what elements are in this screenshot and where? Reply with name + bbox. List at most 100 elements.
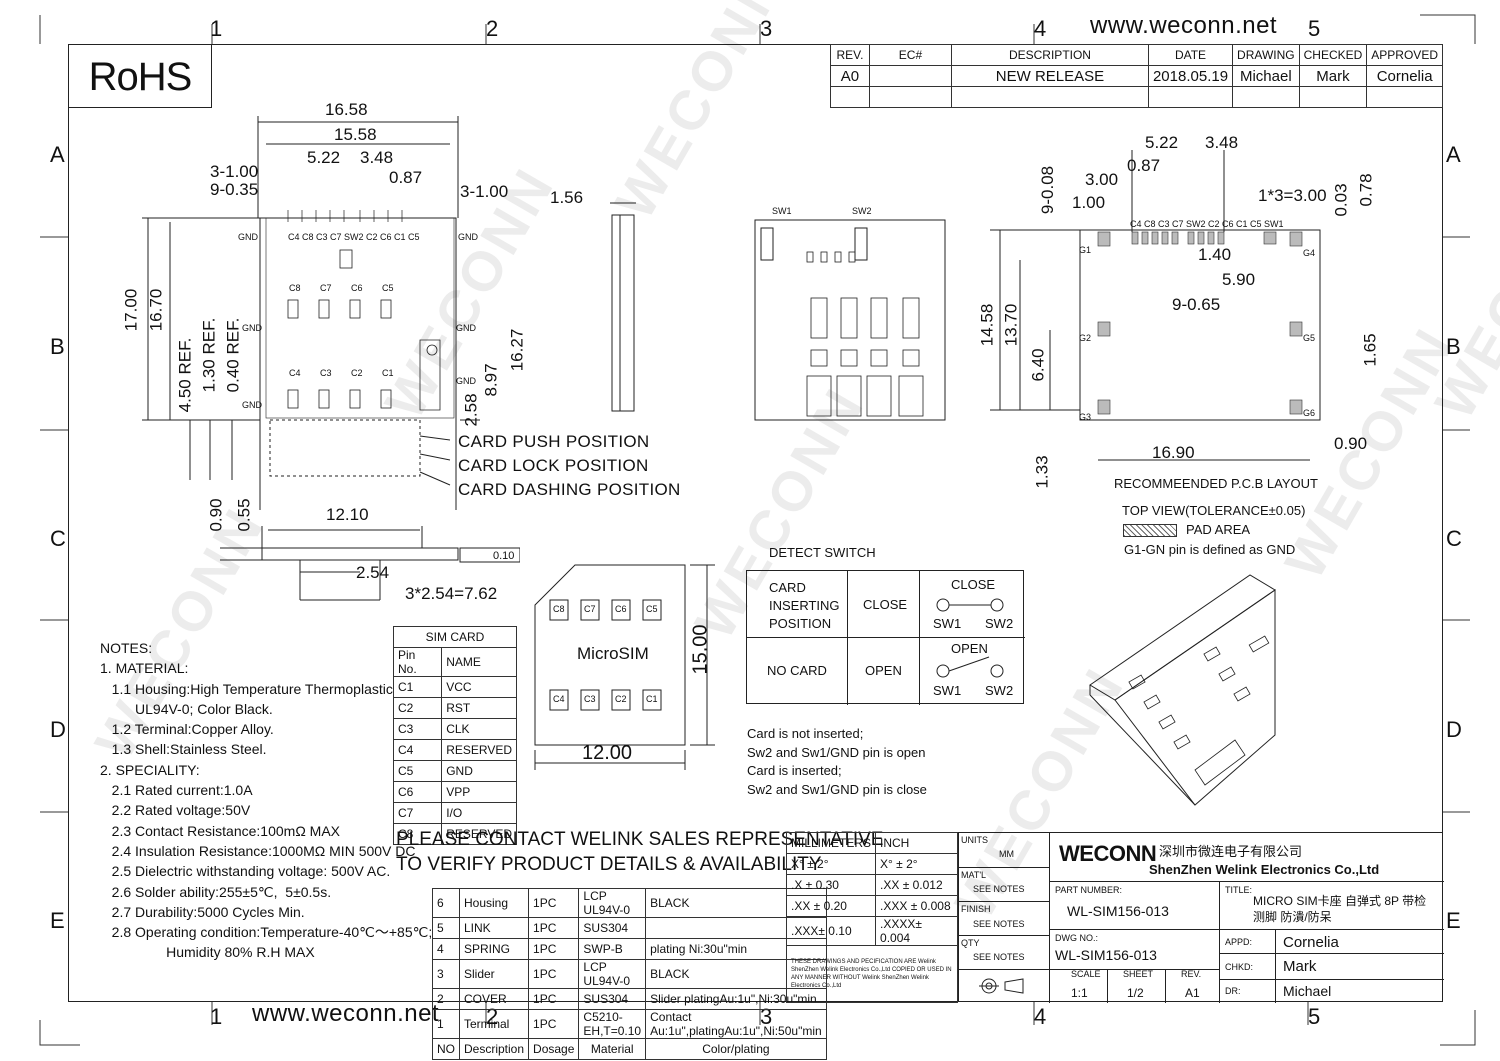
dim-label: 1.56 bbox=[550, 188, 584, 207]
chkd-value: Mark bbox=[1283, 958, 1317, 975]
bom-header: NO bbox=[432, 1038, 460, 1060]
sw1-label: SW1 bbox=[772, 206, 792, 216]
bom-cell: 4 bbox=[432, 938, 460, 960]
profile-view-drawing bbox=[220, 526, 520, 601]
sim-pin: C8 bbox=[392, 823, 443, 845]
bom-cell: LINK bbox=[458, 917, 530, 939]
company-name-en: ShenZhen Welink Electronics Co.,Ltd bbox=[1149, 862, 1380, 877]
dim-label: 9-0.08 bbox=[1038, 165, 1058, 215]
revision-table: REV. EC# DESCRIPTION DATE DRAWING CHECKE… bbox=[830, 44, 1443, 108]
zone-bottom-4: 4 bbox=[1034, 1004, 1047, 1029]
dim-label: 1.33 bbox=[1032, 455, 1052, 489]
zone-right-c: C bbox=[1446, 526, 1462, 551]
detect-note: Card is inserted; bbox=[747, 763, 842, 778]
dim-label: 4.50 REF. bbox=[175, 337, 195, 413]
dim-label: 1.40 bbox=[1198, 245, 1232, 264]
tol-header: MILLIMETERS bbox=[785, 832, 877, 854]
tol-cell: .XX ± 0.012 bbox=[875, 874, 958, 896]
drawing-disclaimer: THESE DRAWINGS AND PECIFICATION ARE Weli… bbox=[786, 945, 958, 1003]
sim-pin-name: RESERVED bbox=[441, 823, 517, 845]
card-pad-label: C2 bbox=[615, 694, 627, 704]
dim-label: 16.58 bbox=[325, 100, 368, 119]
pcb-sw1-label: SW1 bbox=[1264, 219, 1284, 229]
dim-label: 0.03 bbox=[1331, 183, 1351, 217]
pin-row-label: C4 C8 C3 C7 SW2 C2 C6 C1 C5 bbox=[288, 232, 420, 242]
dim-label: 2.54 bbox=[356, 563, 390, 582]
sim-pin-name: GND bbox=[441, 760, 517, 782]
sim-pin: C4 bbox=[392, 739, 443, 761]
tol-cell: .XXX ± 0.008 bbox=[875, 895, 958, 917]
rev-header: DATE bbox=[1147, 44, 1234, 66]
matl-label: MAT'L bbox=[961, 870, 987, 880]
part-number: WL-SIM156-013 bbox=[1067, 903, 1169, 919]
zone-top-2: 2 bbox=[486, 16, 499, 41]
card-pad-label: C3 bbox=[584, 694, 596, 704]
zone-left-d: D bbox=[50, 717, 66, 742]
ground-g4: G4 bbox=[1303, 248, 1316, 258]
bottom-view-drawing bbox=[754, 219, 946, 421]
rev-header: DESCRIPTION bbox=[950, 44, 1149, 66]
dim-label: 0.40 REF. bbox=[223, 317, 243, 393]
dim-label: 16.27 bbox=[507, 328, 527, 372]
bom-cell: 1PC bbox=[528, 917, 580, 939]
tol-cell: X° ± 2° bbox=[875, 853, 958, 875]
bom-cell: Slider bbox=[458, 959, 530, 989]
bom-cell: 6 bbox=[432, 888, 460, 918]
sheet-label: SHEET bbox=[1123, 969, 1154, 979]
rev-header: APPROVED bbox=[1366, 44, 1443, 66]
url-bottom: www.weconn.net bbox=[252, 1000, 440, 1027]
dim-label: 2.58 bbox=[461, 393, 481, 427]
sim-pin-name: CLK bbox=[441, 718, 517, 740]
sim-pin-name: VCC bbox=[441, 676, 517, 698]
card-width: 12.00 bbox=[582, 742, 633, 764]
switch-contacts-icon bbox=[936, 598, 1004, 678]
pad-label: C4 bbox=[289, 368, 301, 378]
gnd-label: GND bbox=[456, 323, 476, 333]
ground-g5: G5 bbox=[1303, 333, 1316, 343]
finish-value: SEE NOTES bbox=[973, 919, 1025, 929]
front-view-drawing bbox=[142, 116, 480, 510]
bom-cell: 1PC bbox=[528, 938, 580, 960]
zone-right-e: E bbox=[1446, 908, 1461, 933]
gnd-label: GND bbox=[458, 232, 478, 242]
url-top: www.weconn.net bbox=[1090, 12, 1278, 39]
sim-pin: C5 bbox=[392, 760, 443, 782]
bom-cell: Housing bbox=[458, 888, 530, 918]
bom-cell: Contact Au:1u",platingAu:1u",Ni:50u"min bbox=[645, 1009, 827, 1039]
dr-value: Michael bbox=[1283, 983, 1332, 999]
sim-table-header: NAME bbox=[441, 647, 517, 677]
dwg-number-label: DWG NO.: bbox=[1055, 933, 1098, 943]
zone-left-e: E bbox=[50, 908, 65, 933]
rev-cell: Cornelia bbox=[1366, 65, 1443, 87]
zone-left-c: C bbox=[50, 526, 66, 551]
bom-header: Material bbox=[578, 1038, 647, 1060]
bom-header: Color/plating bbox=[645, 1038, 827, 1060]
dim-label: 3-1.00 bbox=[210, 162, 259, 181]
sheet-value: 1/2 bbox=[1127, 986, 1144, 1000]
bom-cell: plating Ni:30u"min bbox=[645, 938, 827, 960]
dim-label: 0.55 bbox=[234, 498, 254, 532]
dwg-number: WL-SIM156-013 bbox=[1055, 947, 1157, 963]
sim-pin-name: VPP bbox=[441, 781, 517, 803]
dim-label: 3-1.00 bbox=[460, 182, 509, 201]
sim-pin-name: RESERVED bbox=[441, 739, 517, 761]
dim-label: 14.58 bbox=[977, 303, 997, 347]
tol-cell: .XX ± 0.20 bbox=[785, 895, 877, 917]
units-value: MM bbox=[999, 849, 1014, 859]
sim-table-title: SIM CARD bbox=[393, 626, 517, 648]
bom-cell: 3 bbox=[432, 959, 460, 989]
qty-label: QTY bbox=[961, 938, 980, 948]
bom-cell: Terminal bbox=[458, 1009, 530, 1039]
dim-label: 13.70 bbox=[1001, 303, 1021, 347]
rev-header: EC# bbox=[868, 44, 952, 66]
contact-note-line: TO VERIFY PRODUCT DETAILS & AVAILABILITY bbox=[396, 854, 822, 875]
zone-top-5: 5 bbox=[1308, 16, 1321, 41]
tol-cell: .XXX± 0.10 bbox=[785, 916, 877, 946]
microsim-card-drawing bbox=[534, 564, 715, 770]
company-logo: WECONN bbox=[1059, 841, 1157, 866]
dim-label: 8.97 bbox=[481, 363, 501, 397]
rev-cell: Mark bbox=[1298, 65, 1368, 87]
notes-block: NOTES: 1. MATERIAL: 1.1 Housing:High Tem… bbox=[100, 640, 433, 961]
sw2-label: SW2 bbox=[852, 206, 872, 216]
rev-header: DRAWING bbox=[1232, 44, 1300, 66]
